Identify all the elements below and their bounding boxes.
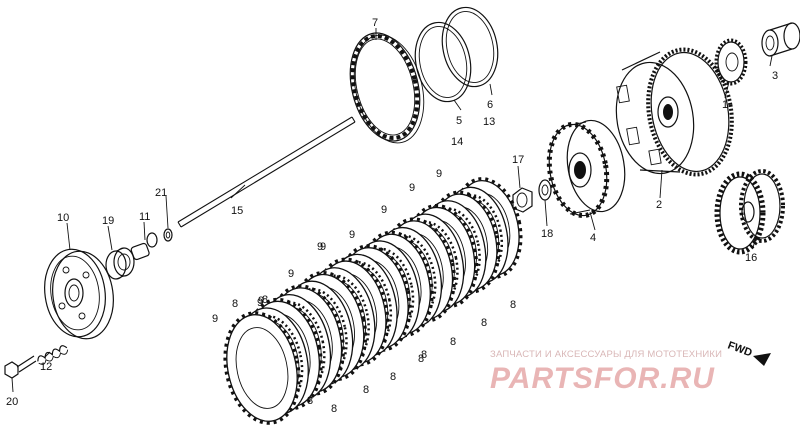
label-9: 9	[288, 268, 294, 280]
label-8: 8	[450, 336, 456, 348]
label-16: 16	[745, 252, 757, 264]
plate-9-tabs	[315, 257, 390, 367]
part-21-washer	[163, 228, 173, 242]
label-9: 9	[258, 295, 264, 307]
part-5-ring	[414, 21, 472, 103]
fwd-arrow-icon	[753, 353, 771, 366]
plate-9-friction-disc	[226, 314, 298, 422]
part-6-ring	[441, 6, 499, 88]
label-8: 8	[418, 353, 424, 365]
label-10: 10	[57, 212, 69, 224]
label-6: 6	[487, 99, 493, 111]
part-10-pressure-plate	[44, 248, 114, 340]
plate-9-tabs	[430, 190, 501, 294]
label-21: 21	[155, 187, 167, 199]
watermark-caption: ЗАПЧАСТИ И АКСЕССУАРЫ ДЛЯ МОТОТЕХНИКИ	[490, 349, 722, 360]
plate-8-inner-teeth	[358, 247, 415, 335]
label-17: 17	[512, 154, 524, 166]
label-9: 9	[320, 241, 326, 253]
part-19-bearing	[105, 247, 135, 280]
plate-9-tabs	[453, 177, 523, 279]
label-7: 7	[372, 17, 378, 29]
label-9: 9	[317, 241, 323, 253]
plate-9-tabs	[223, 311, 301, 425]
label-8: 8	[232, 298, 238, 310]
label-9: 9	[436, 168, 442, 180]
label-20: 20	[6, 396, 18, 408]
plate-9-tabs	[246, 297, 323, 411]
fwd-label: FWD	[726, 340, 754, 360]
label-3: 3	[772, 70, 778, 82]
part-4-clutch-center	[546, 119, 626, 219]
forward-direction-indicator: FWD	[726, 340, 771, 366]
label-1: 1	[722, 99, 728, 111]
part-2-clutch-outer	[615, 47, 734, 177]
part-12-spring	[37, 345, 69, 365]
part-15-push-rod	[177, 116, 356, 228]
plate-9-tabs	[338, 244, 412, 352]
part-number-labels: 7 5 14 6 13 15 21 10 19 11 12 20 17 18 4…	[6, 17, 778, 408]
label-18: 18	[541, 228, 553, 240]
label-9: 9	[349, 229, 355, 241]
leader-lines	[11, 28, 773, 393]
label-12: 12	[40, 361, 52, 373]
plate-inner-edge	[235, 327, 289, 409]
label-14: 14	[451, 136, 463, 148]
clutch-plate-stack	[223, 177, 523, 425]
label-8: 8	[363, 384, 369, 396]
label-8: 8	[510, 299, 516, 311]
part-7-friction-disc	[349, 32, 425, 144]
label-8: 8	[421, 349, 427, 361]
label-9: 9	[409, 182, 415, 194]
label-8: 8	[481, 317, 487, 329]
part-1-oil-pump-gear	[714, 38, 748, 86]
label-9: 9	[212, 313, 218, 325]
label-9: 9	[257, 297, 263, 309]
label-4: 4	[590, 232, 596, 244]
label-9: 9	[381, 204, 387, 216]
label-11: 11	[139, 211, 150, 223]
part-3-collar	[761, 22, 800, 57]
part-17-lock-nut	[512, 187, 533, 213]
label-2: 2	[656, 199, 662, 211]
label-8: 8	[307, 395, 313, 407]
label-5: 5	[456, 115, 462, 127]
label-15: 15	[231, 205, 243, 217]
label-8: 8	[262, 294, 268, 306]
watermark-brand: PARTSFOR.RU	[490, 362, 715, 395]
label-19: 19	[102, 215, 114, 227]
label-8: 8	[390, 371, 396, 383]
label-8: 8	[331, 403, 337, 415]
part-20-bolt	[4, 355, 37, 379]
part-11-lifter-piece	[130, 232, 158, 261]
part-18-washer	[538, 179, 552, 201]
part-16-drive-gear	[714, 169, 785, 255]
label-13: 13	[483, 116, 495, 128]
plate-9-tabs	[361, 230, 434, 338]
